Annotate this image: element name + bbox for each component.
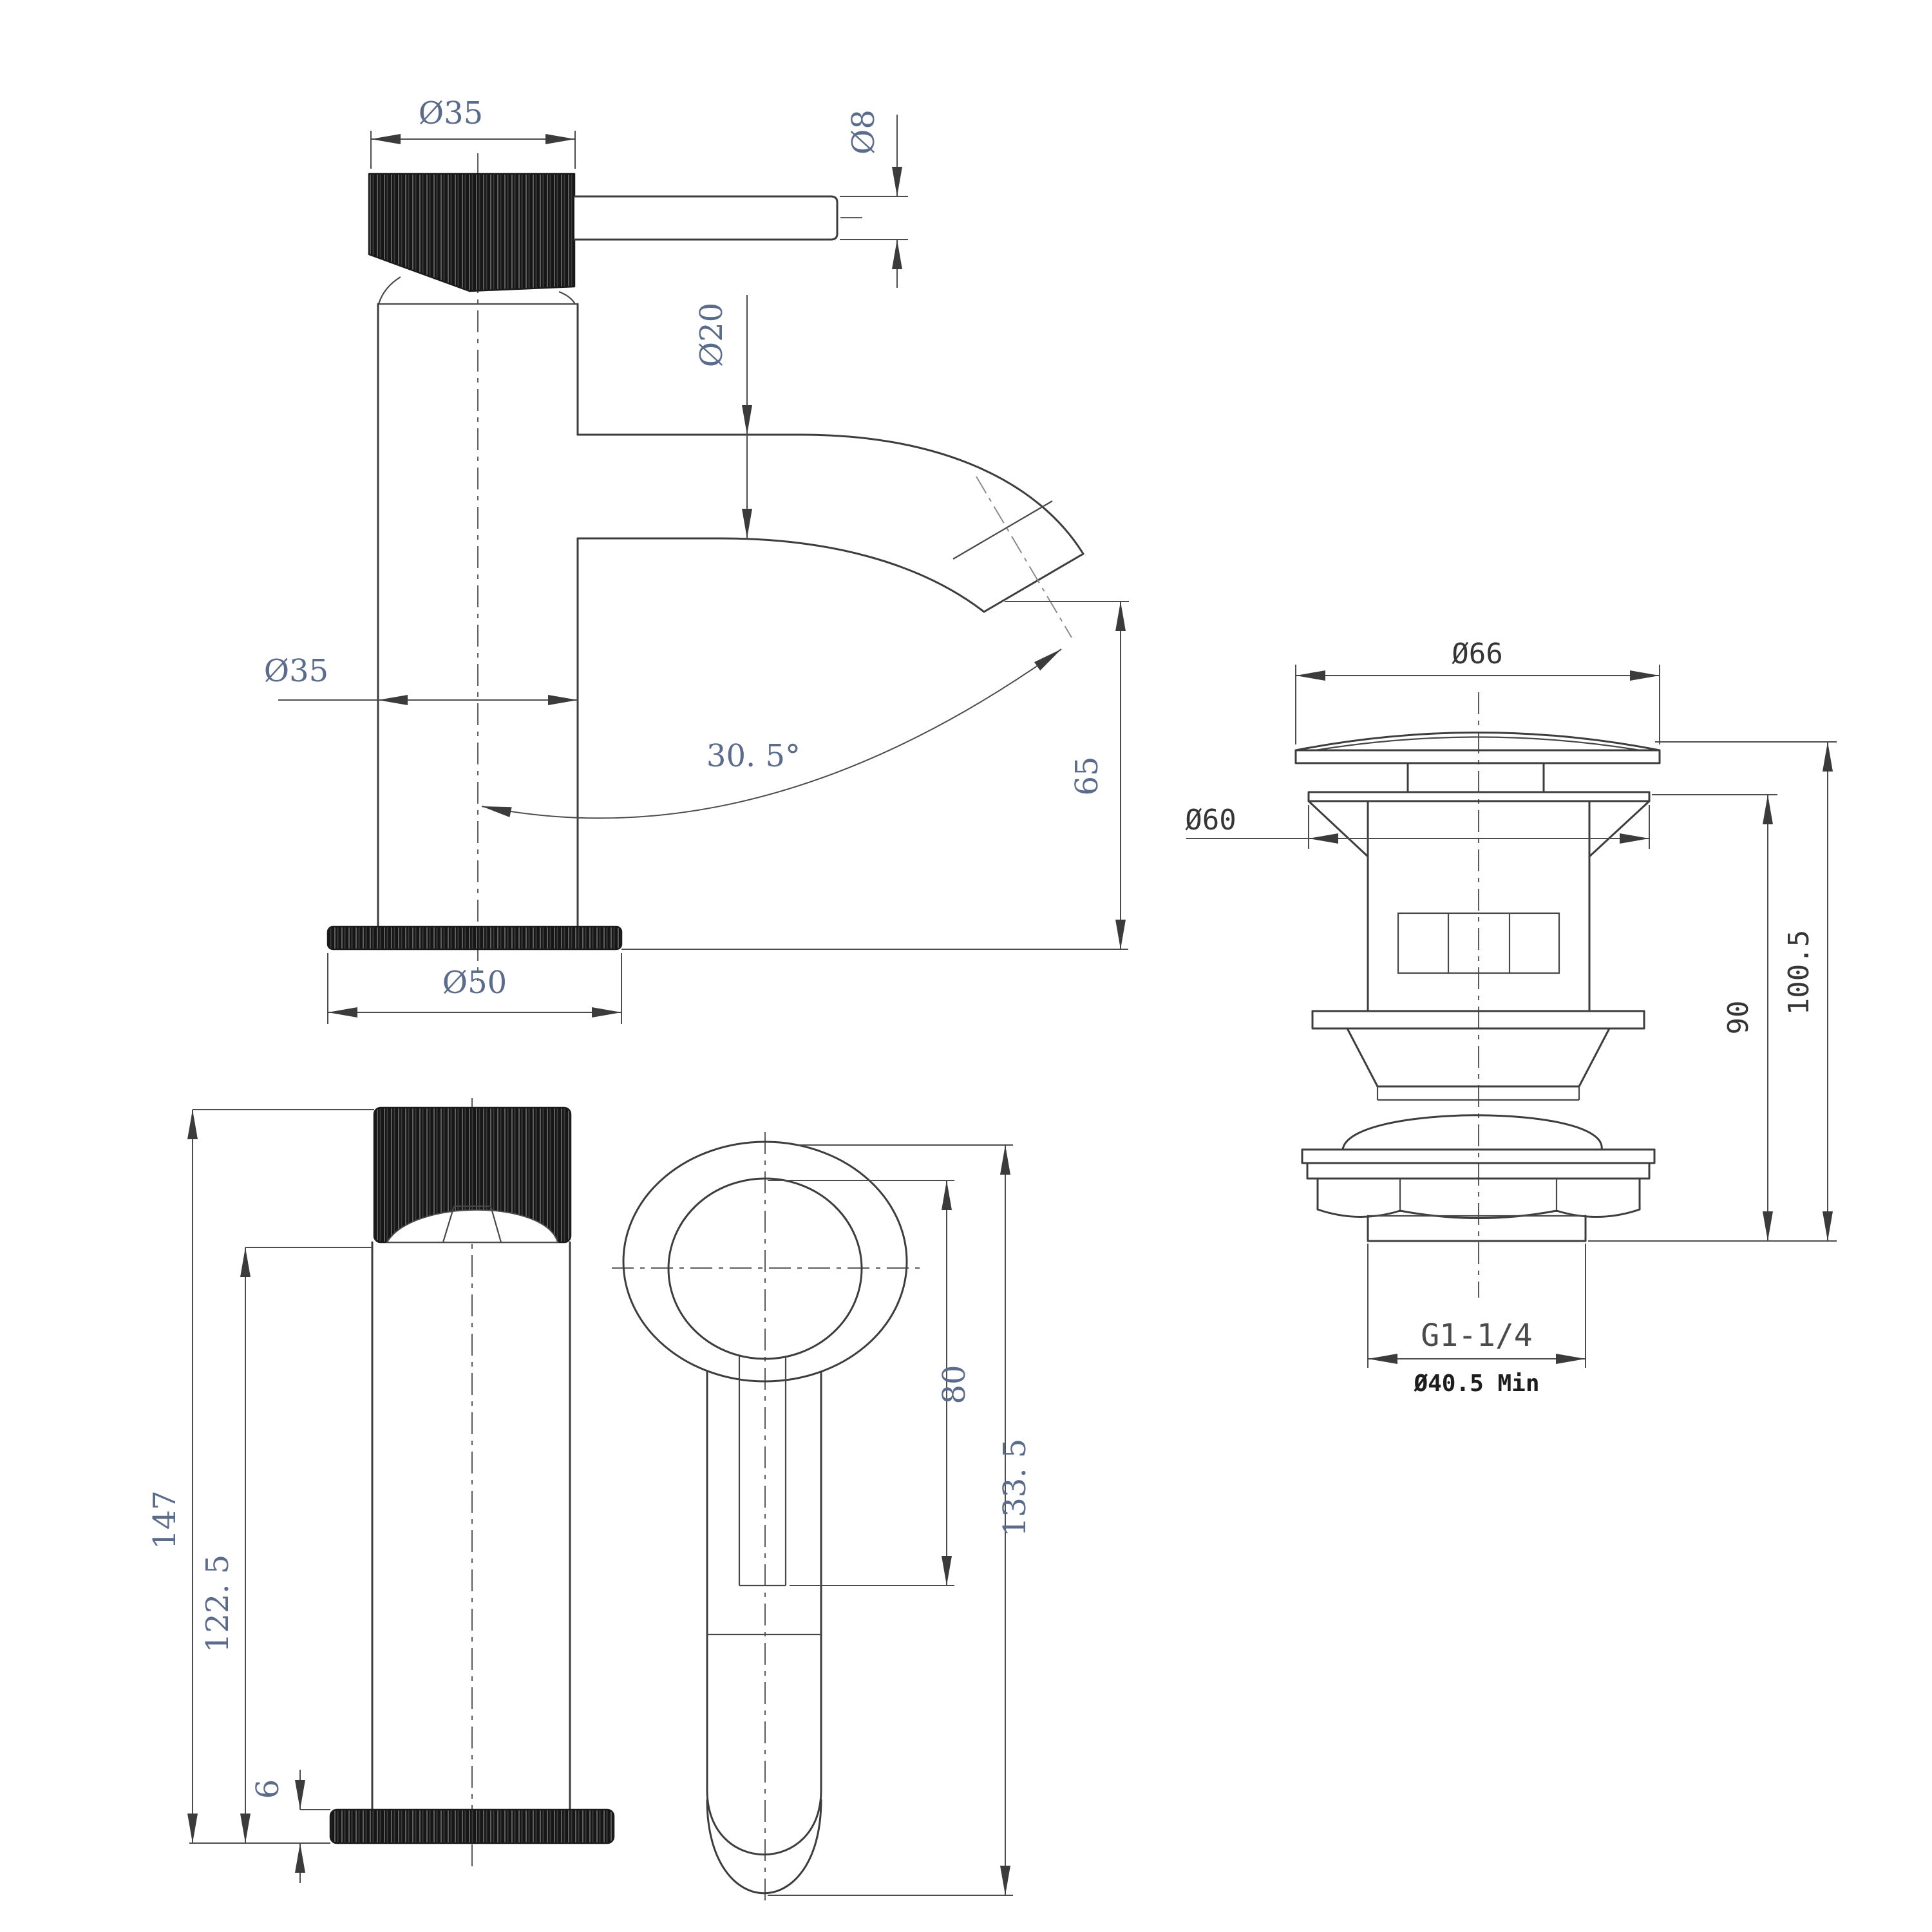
body-front-edges — [371, 1241, 571, 1811]
spout-outer-curve — [576, 433, 1084, 555]
body-dia-label: Ø35 — [264, 653, 328, 689]
min-hole-label: Ø40.5 Min — [1413, 1370, 1539, 1397]
inner-reach-extensions — [768, 1180, 954, 1586]
overflow-window-dividers — [1447, 913, 1511, 973]
total-height-label: 147 — [147, 1490, 183, 1549]
total-reach-extensions — [768, 1144, 1013, 1896]
base-ring-side — [327, 925, 623, 951]
cap-dome-inner-arc — [1314, 736, 1641, 752]
hex-nut-bottom — [1316, 1208, 1641, 1219]
bonnet-dome-front — [386, 1209, 559, 1243]
bonnet-curve-right — [558, 290, 576, 305]
handle-dia-label: Ø35 — [419, 95, 483, 131]
thread-label: G1-1/4 — [1421, 1318, 1532, 1354]
aerator-joint-line — [952, 500, 1053, 560]
body-length-label: 90 — [1722, 1001, 1755, 1035]
angle-arc — [481, 649, 1062, 819]
spout-plan-inner-slot — [738, 1356, 787, 1587]
drain-body-walls — [1367, 800, 1591, 1012]
angle-label: 30. 5° — [706, 738, 800, 774]
nozzle-centerline — [976, 476, 1072, 638]
cap-stem — [1406, 762, 1545, 793]
lower-flange — [1311, 1010, 1645, 1030]
spout-inner-curve — [576, 537, 985, 613]
flange-cone-sides — [1307, 800, 1651, 858]
faucet-top-view: 80 133. 5 — [612, 1132, 1033, 1906]
dome-washer — [1341, 1114, 1603, 1151]
neck-lines-front — [442, 1205, 502, 1243]
hex-nut-outline — [1316, 1177, 1641, 1211]
cap-dome-arc — [1294, 732, 1661, 752]
base-ring-front — [329, 1808, 615, 1844]
popup-waste-view: Ø66 Ø60 90 100.5 G1-1/4 Ø40.5 Min — [1185, 638, 1837, 1397]
lever-dia-label: Ø8 — [846, 109, 882, 155]
hex-nut-facets — [1399, 1179, 1558, 1212]
cap-dia-label: Ø66 — [1452, 638, 1502, 670]
handle-knob-side — [368, 173, 576, 292]
faucet-side-view: Ø35 Ø8 Ø20 Ø35 30. 5° 65 Ø50 — [264, 95, 1129, 1024]
lever-rod — [573, 195, 838, 241]
body-circle-top — [667, 1177, 863, 1360]
threaded-pipe — [1367, 1215, 1587, 1242]
body-height-label: 122. 5 — [200, 1555, 236, 1653]
total-length-label: 100.5 — [1783, 930, 1815, 1015]
total-reach-label: 133. 5 — [997, 1439, 1033, 1537]
faucet-front-view: 147 122. 5 6 — [147, 1098, 615, 1883]
base-thickness-label: 6 — [250, 1779, 286, 1799]
spout-end-face — [983, 553, 1084, 613]
spout-height-label: 65 — [1069, 756, 1105, 795]
cone-washer — [1346, 1027, 1611, 1088]
thread-extensions — [1367, 1244, 1586, 1368]
overflow-window — [1397, 912, 1560, 974]
inner-reach-label: 80 — [936, 1365, 972, 1404]
washer-band — [1376, 1086, 1580, 1101]
spout-plan-tip-inner-arc — [706, 1789, 822, 1856]
flange-dia-label: Ø60 — [1185, 804, 1236, 837]
spout-dia-label: Ø20 — [694, 303, 730, 367]
spout-plan-tip-outer-arc — [706, 1799, 822, 1895]
base-circle-top — [622, 1141, 908, 1383]
cap-plate — [1294, 749, 1661, 764]
bonnet-curve-left — [377, 276, 401, 305]
spout-plan-outer-walls — [706, 1370, 822, 1792]
base-dia-label: Ø50 — [442, 965, 507, 1001]
